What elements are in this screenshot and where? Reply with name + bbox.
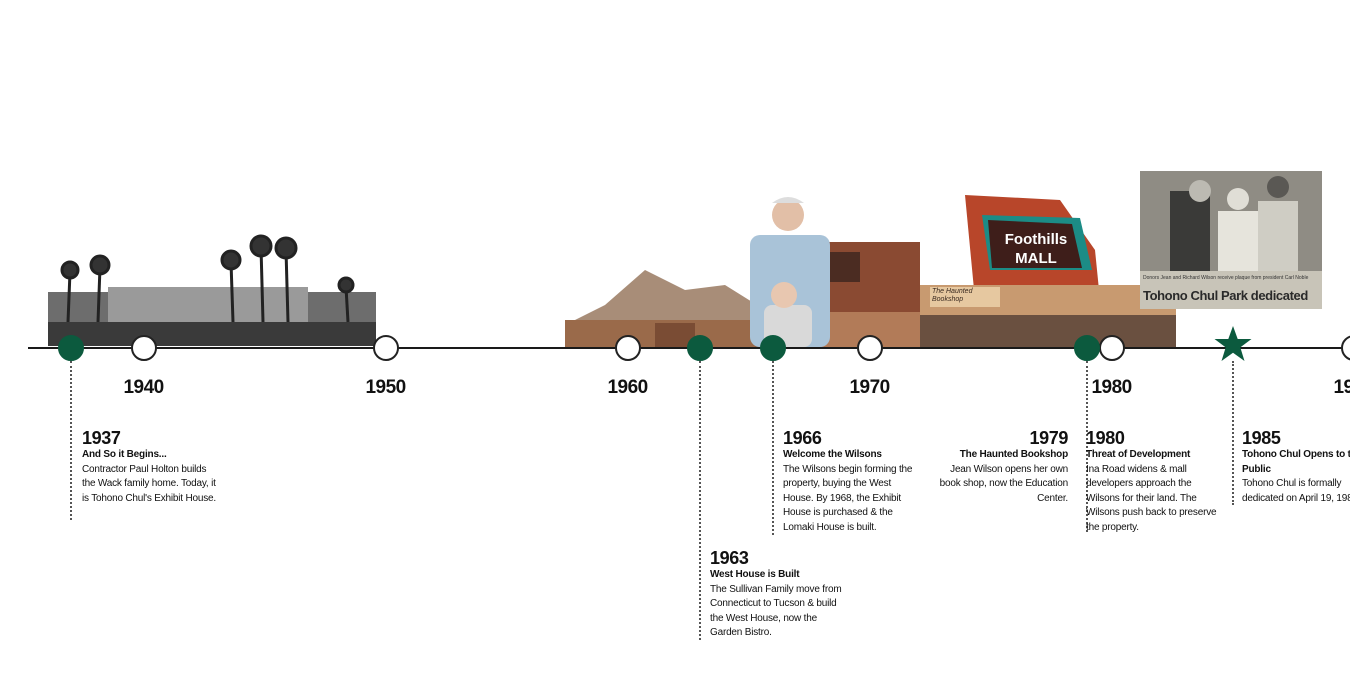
- decade-label: 1950: [365, 377, 406, 398]
- event-title: And So it Begins...: [82, 449, 167, 460]
- event-description: The Sullivan Family move from Connecticu…: [710, 583, 842, 639]
- event-year: 1979: [1029, 428, 1069, 448]
- newspaper-caption: Donors Jean and Richard Wilson receive p…: [1143, 275, 1309, 281]
- event-marker: [687, 335, 714, 361]
- event-year: 1963: [710, 548, 749, 568]
- decade-marker: [1340, 335, 1350, 361]
- decade-marker: [1098, 335, 1125, 361]
- decade-label: 1960: [607, 377, 648, 398]
- event-marker: [58, 335, 84, 361]
- event-marker: [1074, 335, 1101, 361]
- event-connector: [772, 361, 774, 535]
- exhibit-house-photo: [48, 232, 376, 346]
- bookshop-sign-text: The Haunted Bookshop: [932, 288, 973, 303]
- decade-marker: [372, 335, 399, 361]
- event-title: Welcome the Wilsons: [783, 449, 882, 460]
- foothills-mall-photo: Foothills MALL The Haunted Bookshop: [920, 190, 1176, 347]
- event-description: Contractor Paul Holton builds the Wack f…: [82, 463, 216, 504]
- event-connector: [1232, 361, 1234, 505]
- mall-sign-text: Foothills MALL: [1004, 231, 1068, 267]
- decade-label: 1970: [849, 377, 890, 398]
- event-title: The Haunted Bookshop: [959, 449, 1068, 460]
- event-year: 1937: [82, 428, 121, 448]
- decade-label: 1940: [123, 377, 164, 398]
- mountain-west-house-photo: [565, 265, 765, 347]
- event-marker: [759, 335, 786, 361]
- event-connector: [1086, 361, 1088, 532]
- event-title: West House is Built: [710, 569, 800, 580]
- star-icon: [1213, 324, 1253, 364]
- event-year: 1966: [783, 428, 822, 448]
- event-description: Ina Road widens & mall developers approa…: [1086, 463, 1217, 533]
- decade-marker: [614, 335, 641, 361]
- event-description: Jean Wilson opens her own book shop, now…: [939, 463, 1069, 504]
- decade-label: 1980: [1091, 377, 1132, 398]
- event-description: Tohono Chul is formally dedicated on Apr…: [1242, 478, 1350, 504]
- newspaper-headline: Tohono Chul Park dedicated: [1143, 288, 1308, 303]
- event-title: Threat of Development: [1086, 449, 1191, 460]
- wilsons-photo: [742, 195, 834, 347]
- event-title: Tohono Chul Opens to the Public: [1242, 449, 1350, 475]
- event-description: The Wilsons begin forming the property, …: [783, 463, 913, 533]
- event-year: 1980: [1086, 428, 1125, 448]
- decade-label: 1990: [1333, 377, 1350, 398]
- decade-marker: [856, 335, 883, 361]
- event-connector: [70, 361, 72, 520]
- decade-marker: [130, 335, 157, 361]
- event-connector: [699, 361, 701, 640]
- event-year: 1985: [1242, 428, 1281, 448]
- newspaper-clipping-photo: Donors Jean and Richard Wilson receive p…: [1140, 171, 1322, 309]
